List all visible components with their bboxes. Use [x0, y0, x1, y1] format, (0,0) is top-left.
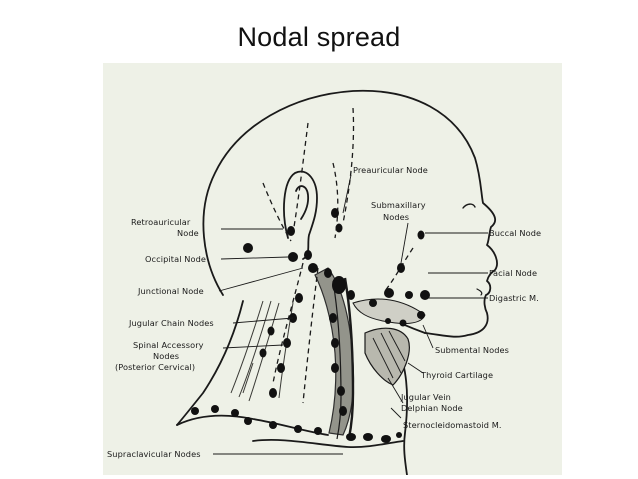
- label-submaxillary-line2: Nodes: [383, 212, 409, 222]
- label-spinal-accessory-line1: Spinal Accessory: [133, 340, 204, 350]
- label-supraclavicular-nodes: Supraclavicular Nodes: [107, 449, 201, 459]
- clavicle: [252, 438, 404, 449]
- lips: [476, 288, 483, 296]
- label-junctional-node: Junctional Node: [137, 286, 204, 296]
- head-outline: [202, 89, 498, 338]
- label-jugular-vein: Jugular Vein: [400, 392, 451, 402]
- label-sternocleidomastoid-m: Sternocleidomastoid M.: [403, 420, 502, 430]
- label-delphian-node: Delphian Node: [401, 403, 463, 413]
- jugular-vein: [343, 277, 355, 439]
- label-spinal-accessory-line3: (Posterior Cervical): [115, 362, 195, 372]
- leader-lines: [213, 174, 488, 455]
- ear-outline: [283, 170, 318, 260]
- label-occipital-node: Occipital Node: [145, 254, 206, 264]
- label-buccal-node: Buccal Node: [489, 228, 541, 238]
- label-retroauricular-line1: Retroauricular: [131, 217, 191, 227]
- thyroid-hatching: [372, 330, 406, 379]
- ear-inner: [295, 185, 310, 220]
- label-digastric-m: Digastric M.: [489, 293, 539, 303]
- slide-title: Nodal spread: [237, 22, 401, 52]
- label-retroauricular-line2: Node: [177, 228, 199, 238]
- thyroid-cartilage-shape: [364, 327, 410, 386]
- label-submental-nodes: Submental Nodes: [435, 345, 509, 355]
- label-thyroid-cartilage: Thyroid Cartilage: [420, 370, 493, 380]
- label-jugular-chain-nodes: Jugular Chain Nodes: [128, 318, 214, 328]
- lymph-nodes: [191, 208, 430, 443]
- label-preauricular-node: Preauricular Node: [353, 165, 428, 175]
- head-neck-illustration: Preauricular Node Submaxillary Nodes Ret…: [107, 89, 541, 475]
- shoulder-line: [176, 414, 329, 436]
- label-facial-node: Facial Node: [489, 268, 537, 278]
- lymphatic-pathways: [262, 107, 414, 404]
- neck-back: [176, 300, 244, 426]
- label-submaxillary-line1: Submaxillary: [371, 200, 426, 210]
- label-spinal-accessory-line2: Nodes: [153, 351, 179, 361]
- posterior-muscle-hatching: [230, 300, 294, 402]
- neck-front: [402, 362, 408, 475]
- lymph-node-diagram: Preauricular Node Submaxillary Nodes Ret…: [103, 63, 562, 475]
- eye: [462, 203, 476, 209]
